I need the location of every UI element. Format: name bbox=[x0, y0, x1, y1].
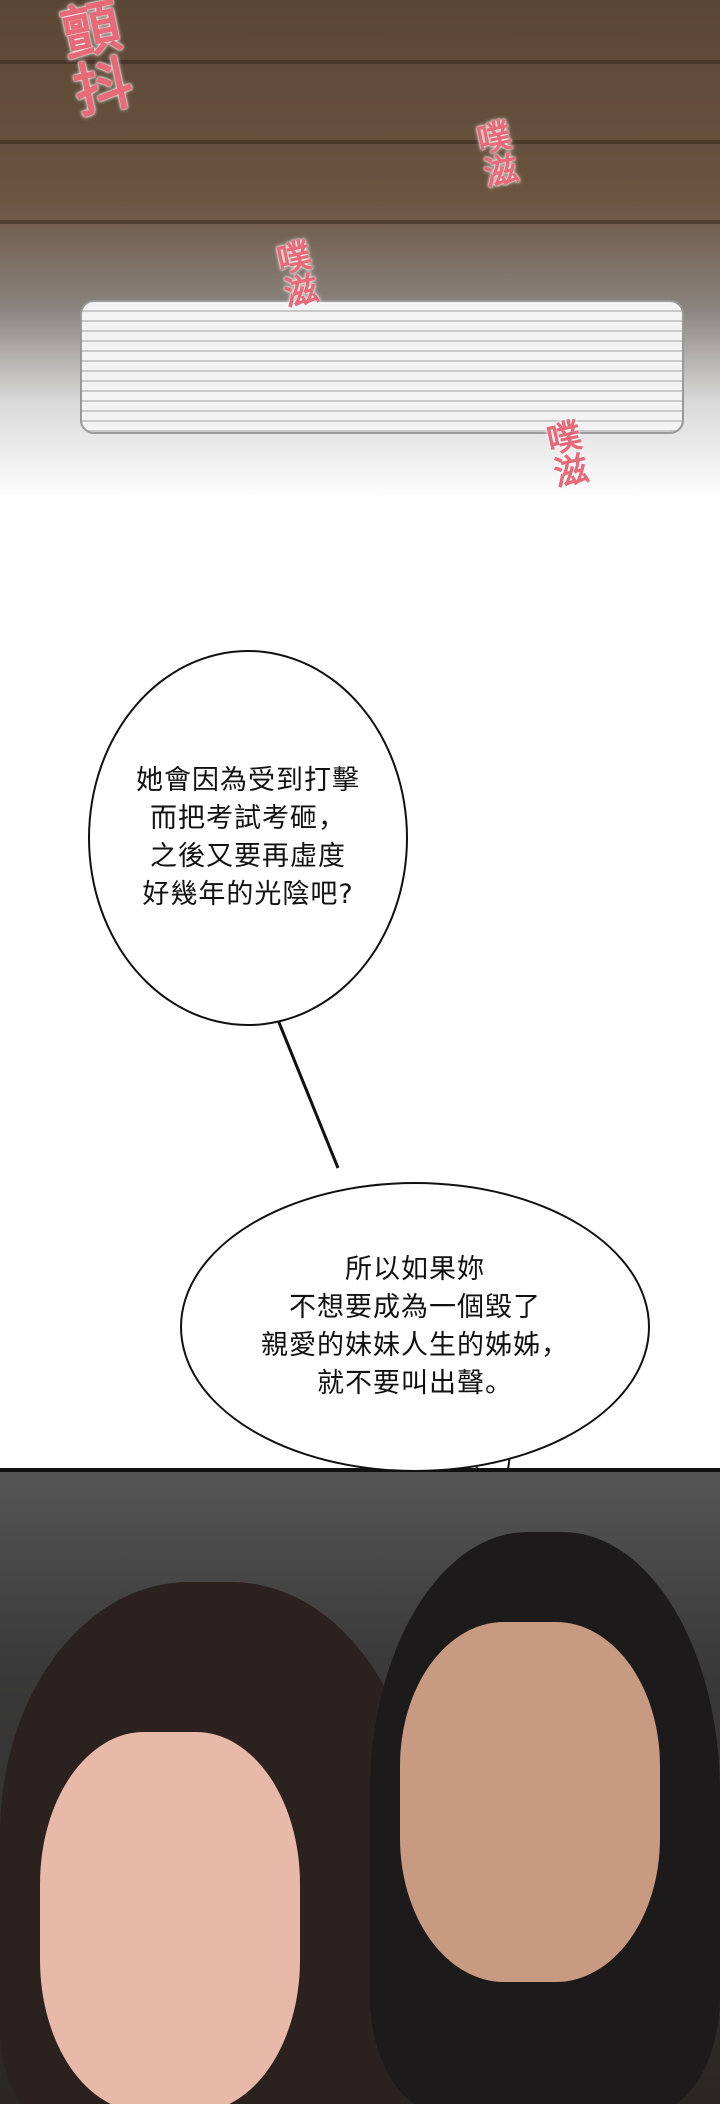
speech-bubble-1: 她會因為受到打擊 而把考試考砸， 之後又要再虛度 好幾年的光陰吧? bbox=[88, 650, 408, 1026]
bubble-text: 不想要成為一個毀了 bbox=[289, 1292, 541, 1323]
floor-plank bbox=[0, 60, 720, 64]
bubble-text: 親愛的妹妹人生的姊姊， bbox=[261, 1330, 569, 1361]
bubble-text: 她會因為受到打擊 bbox=[136, 765, 360, 796]
top-panel: 顫抖 噗滋 噗滋 噗滋 bbox=[0, 0, 720, 500]
bottom-panel bbox=[0, 1468, 720, 2104]
bubble-tail-line bbox=[276, 1019, 340, 1169]
bubble-text: 就不要叫出聲。 bbox=[317, 1368, 513, 1399]
bubble-text: 好幾年的光陰吧? bbox=[142, 879, 354, 910]
floor-plank bbox=[0, 220, 720, 224]
bubble-text: 所以如果妳 bbox=[345, 1254, 485, 1285]
woman-face bbox=[40, 1732, 300, 2104]
speech-bubble-2: 所以如果妳 不想要成為一個毀了 親愛的妹妹人生的姊姊， 就不要叫出聲。 bbox=[180, 1182, 650, 1472]
man-face bbox=[400, 1622, 660, 1982]
floor-plank bbox=[0, 140, 720, 144]
bubble-text: 之後又要再虛度 bbox=[150, 841, 346, 872]
counter-edge bbox=[80, 300, 684, 434]
bubble-text: 而把考試考砸， bbox=[150, 803, 346, 834]
